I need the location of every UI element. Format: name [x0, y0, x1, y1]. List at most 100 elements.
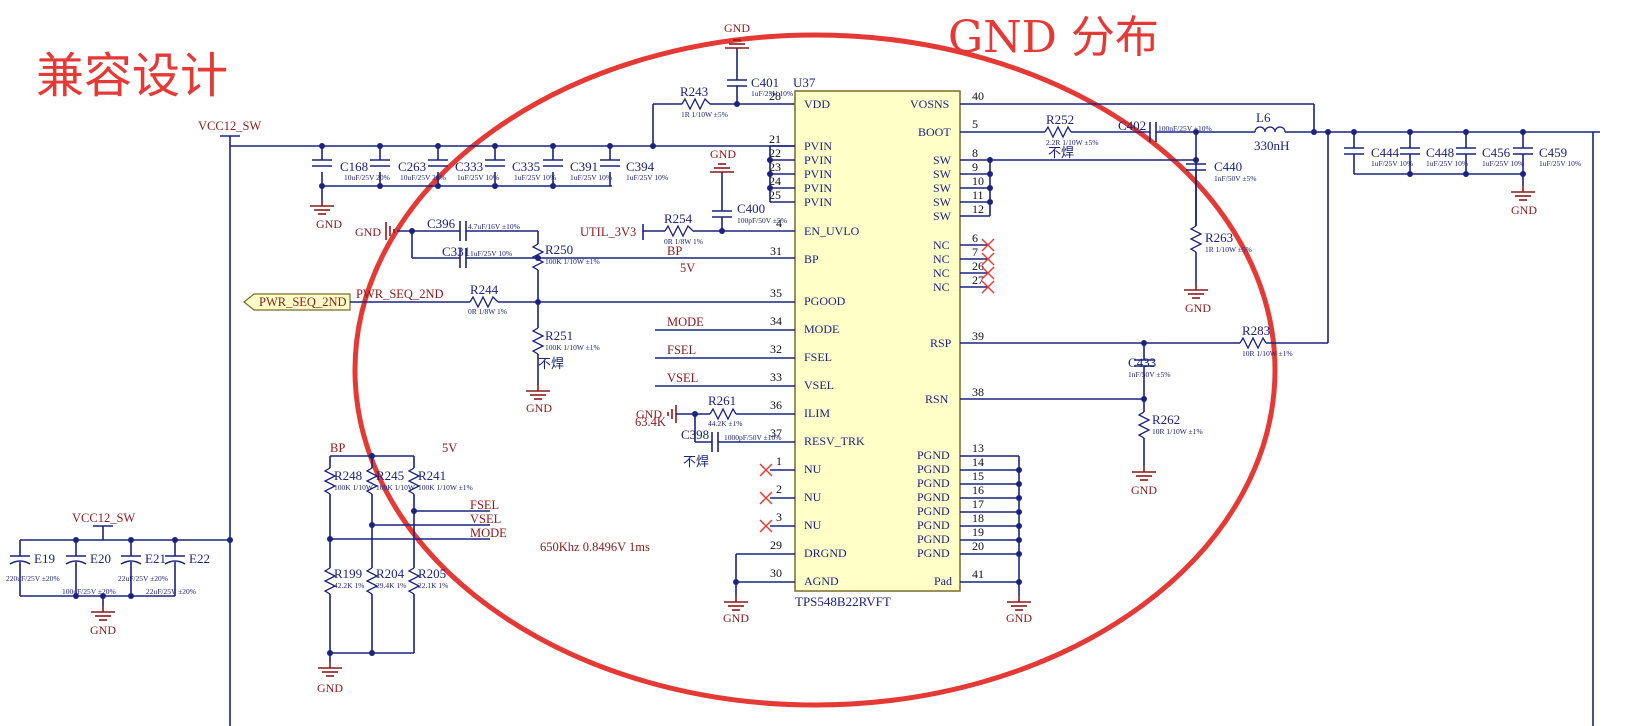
- c331-ref: C331: [442, 244, 470, 259]
- svg-text:NU: NU: [804, 490, 822, 504]
- gnd-label-r251: GND: [526, 401, 552, 415]
- svg-text:Pad: Pad: [934, 574, 952, 588]
- svg-text:AGND: AGND: [804, 574, 839, 588]
- svg-text:PGND: PGND: [917, 476, 950, 490]
- svg-text:RSN: RSN: [925, 392, 949, 406]
- u37-ref: U37: [793, 75, 816, 90]
- r254-ref: R254: [664, 211, 693, 226]
- c456-ref: C456: [1482, 145, 1511, 160]
- c391-ref: C391: [570, 159, 598, 174]
- pwr-seq-net-label: PWR_SEQ_2ND: [356, 287, 444, 301]
- c401-val: 1uF/25V 10%: [751, 89, 793, 98]
- ic-part-number: TPS548B22RVFT: [795, 594, 891, 609]
- c396-val: 4.7uF/16V ±10%: [468, 222, 520, 231]
- divider-lower-resistors: [317, 567, 421, 677]
- svg-text:ILIM: ILIM: [804, 406, 830, 420]
- r243-val: 1R 1/10W ±5%: [681, 110, 728, 119]
- c459-ref: C459: [1539, 145, 1567, 160]
- e22-val: 22uF/25V ±20%: [146, 587, 196, 596]
- c398-ref: C398: [681, 427, 709, 442]
- ilim-value-note: 63.4K: [635, 415, 666, 429]
- svg-text:NC: NC: [933, 252, 950, 266]
- r248-ref: R248: [334, 468, 362, 483]
- r245-val: 100K 1/10W: [376, 483, 416, 492]
- svg-text:9: 9: [972, 160, 978, 174]
- svg-text:40: 40: [972, 89, 984, 103]
- r252-ref: R252: [1046, 112, 1074, 127]
- svg-text:NC: NC: [933, 238, 950, 252]
- svg-text:PGND: PGND: [917, 546, 950, 560]
- r283-ref: R283: [1242, 323, 1270, 338]
- svg-text:MODE: MODE: [804, 322, 839, 336]
- c398-no-solder: 不焊: [683, 454, 709, 469]
- r241-ref: R241: [418, 468, 446, 483]
- c448-ref: C448: [1426, 145, 1454, 160]
- e21-ref: E21: [145, 551, 166, 566]
- r254-resistor: [664, 224, 694, 238]
- svg-text:DRGND: DRGND: [804, 546, 847, 560]
- c400-val: 100pF/50V ±5%: [737, 216, 787, 225]
- r262-resistor: [1137, 411, 1151, 439]
- r241-val: 100K 1/10W ±1%: [418, 483, 473, 492]
- svg-text:PGND: PGND: [917, 518, 950, 532]
- svg-text:SW: SW: [933, 167, 952, 181]
- l6-val: 330nH: [1254, 138, 1289, 153]
- r261-resistor: [709, 407, 737, 421]
- svg-text:25: 25: [769, 188, 781, 202]
- vcc12-label-top: VCC12_SW: [198, 119, 261, 133]
- ic-right-pins: VOSNS 40 BOOT 5 SW 8 SW 9 SW 10 SW 11 SW…: [910, 89, 1032, 611]
- svg-text:31: 31: [770, 244, 782, 258]
- nu2-x2: [759, 491, 773, 505]
- svg-text:13: 13: [972, 441, 984, 455]
- r205-ref: R205: [418, 566, 446, 581]
- svg-text:PGND: PGND: [917, 448, 950, 462]
- c398-val: 1000pF/50V ±10%: [724, 433, 782, 442]
- svg-text:VOSNS: VOSNS: [910, 97, 949, 111]
- r204-val: 29.4K 1%: [376, 581, 406, 590]
- gnd-label-top: GND: [724, 21, 750, 35]
- pwr-seq-port-label: PWR_SEQ_2ND: [259, 295, 347, 309]
- svg-text:10: 10: [972, 174, 984, 188]
- svg-text:PVIN: PVIN: [804, 139, 832, 153]
- svg-text:SW: SW: [933, 153, 952, 167]
- c335-val: 1uF/25V 10%: [514, 173, 556, 182]
- gnd-label-c396: GND: [355, 225, 381, 239]
- svg-text:28: 28: [769, 89, 781, 103]
- svg-text:7: 7: [972, 245, 978, 259]
- svg-text:23: 23: [769, 160, 781, 174]
- r199-val: 42.2K 1%: [334, 581, 364, 590]
- c391-val: 1uF/25V 10%: [570, 173, 612, 182]
- l6-ref: L6: [1256, 110, 1271, 125]
- c433-ref: C433: [1128, 355, 1156, 370]
- svg-text:NC: NC: [933, 280, 950, 294]
- r250-resistor: [531, 243, 545, 271]
- r243-resistor: [681, 97, 711, 111]
- c456-val: 1uF/25V 10%: [1482, 159, 1524, 168]
- ic-left-pins: 28 VDD 21 PVIN 22 PVIN 23 PVIN 24 PVIN 2…: [767, 89, 865, 588]
- svg-text:NU: NU: [804, 518, 822, 532]
- r261-val: 44.2K ±1%: [708, 419, 743, 428]
- fsel-label: FSEL: [667, 343, 696, 357]
- svg-text:37: 37: [770, 426, 782, 440]
- c401-ref: C401: [751, 75, 779, 90]
- c444-ref: C444: [1371, 145, 1400, 160]
- c433-val: 1nF/50V ±5%: [1128, 370, 1171, 379]
- svg-text:26: 26: [972, 259, 984, 273]
- r250-ref: R250: [545, 242, 573, 257]
- r251-val: 100K 1/10W ±1%: [545, 343, 600, 352]
- gnd-label-r263: GND: [1185, 301, 1211, 315]
- e20-val: 100uF/25V ±20%: [62, 587, 116, 596]
- 5v-label-divider: 5V: [442, 441, 457, 455]
- svg-text:24: 24: [769, 174, 781, 188]
- c394-ref: C394: [626, 159, 655, 174]
- vsel-label: VSEL: [667, 371, 698, 385]
- c402-ref: C402: [1118, 118, 1146, 133]
- svg-text:35: 35: [770, 286, 782, 300]
- gnd-label-c400: GND: [710, 147, 736, 161]
- svg-text:20: 20: [972, 539, 984, 553]
- c448-val: 1uF/25V 10%: [1426, 159, 1468, 168]
- r283-val: 10R 1/10W ±1%: [1242, 349, 1293, 358]
- bulk-caps: [9, 537, 186, 621]
- svg-text:FSEL: FSEL: [804, 350, 832, 364]
- bp-label: BP: [667, 244, 682, 258]
